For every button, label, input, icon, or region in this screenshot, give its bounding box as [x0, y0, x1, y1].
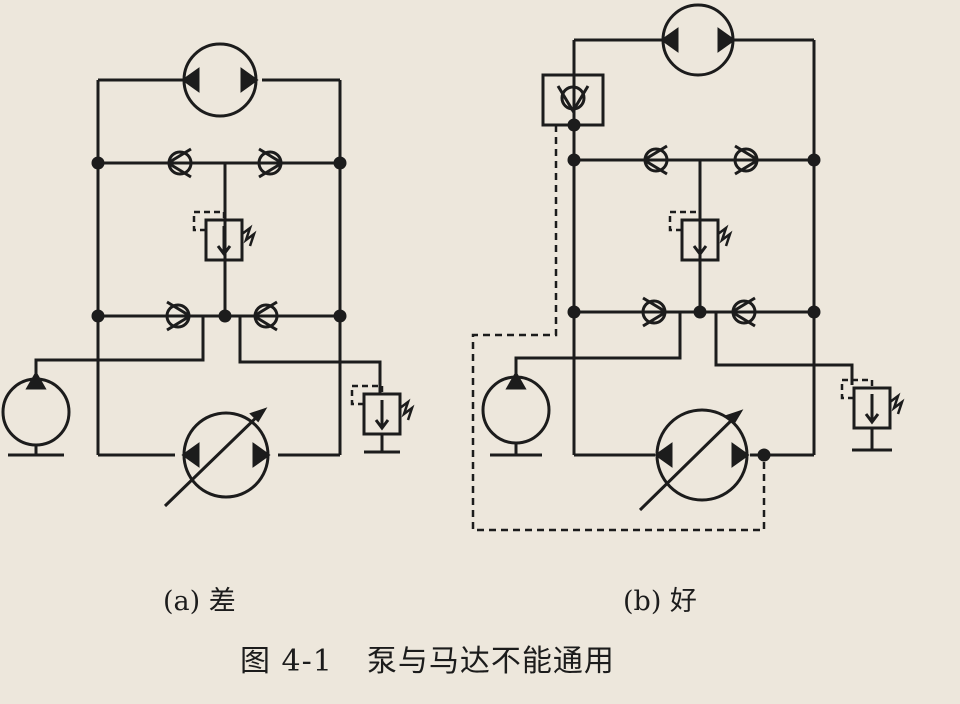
figure-title: 泵与马达不能通用 — [366, 644, 615, 679]
panel-a-relief-valve-center — [192, 210, 256, 262]
figure-caption: 图 4-1 泵与马达不能通用 — [240, 636, 615, 680]
panel-b-caption: (b) 好 — [623, 586, 697, 617]
panel-b-main-lines — [514, 38, 854, 462]
circuit-panel-a — [1, 42, 414, 508]
panel-b-motor — [660, 3, 736, 77]
panel-b-variable-pump — [638, 408, 750, 512]
panel-b-dashed-drain-line — [471, 125, 766, 532]
panel-b-charge-pump — [481, 370, 551, 457]
panel-b-relief-valve-center — [668, 210, 732, 262]
panel-a-caption: (a) 差 — [163, 586, 236, 617]
panel-a-charge-pump — [1, 370, 71, 457]
panel-b-relief-valve-right — [840, 378, 904, 452]
circuit-panel-b — [471, 3, 904, 532]
panel-a-main-lines — [34, 78, 382, 457]
panel-b-boxed-check-valve — [541, 73, 605, 127]
panel-a-variable-pump — [163, 407, 271, 508]
figure-number: 图 4-1 — [240, 644, 333, 679]
panel-a-motor — [181, 42, 259, 118]
panel-a-relief-valve-right — [350, 384, 414, 454]
